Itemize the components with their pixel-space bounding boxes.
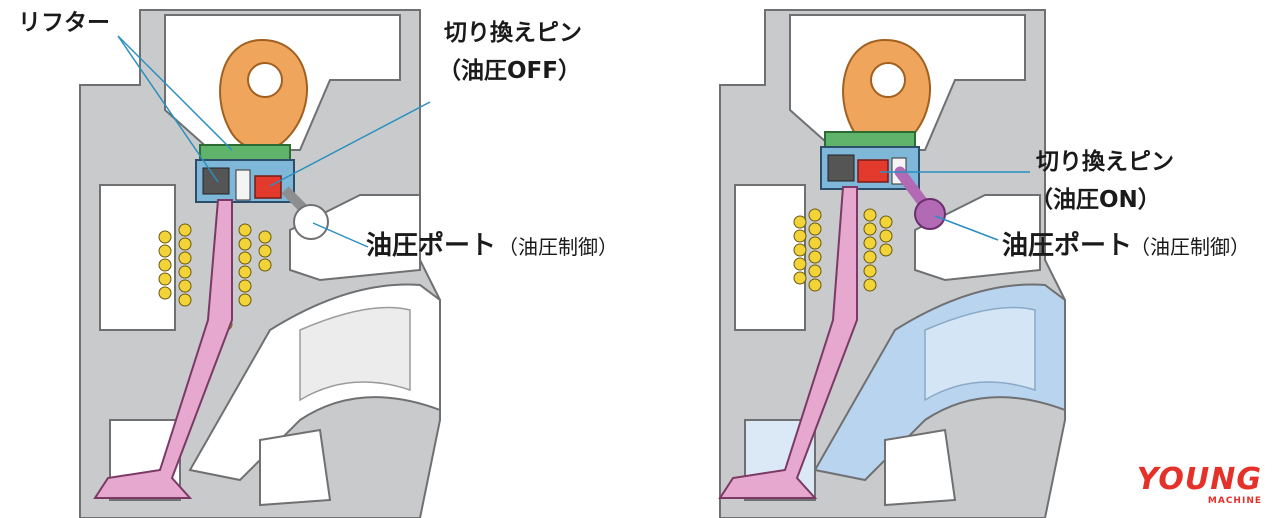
left-side-cavity [99,184,176,331]
left-leader-lines [117,35,431,248]
left-valve [93,199,233,499]
left-pin-label-line1: 切り換えピン [444,20,582,46]
right-pin-on [857,159,889,183]
right-pin-label-line2: （油圧ON） [1030,187,1161,213]
left-cylinder-head [79,9,441,518]
left-port-label: 油圧ポート [366,231,497,261]
right-leader-lines [880,171,1030,241]
right-pin-label-line1: 切り換えピン [1036,149,1174,175]
left-pin-off [254,175,282,199]
logo-main-text: YOUNG [1136,462,1262,497]
young-machine-logo: YOUNG MACHINE [1136,462,1262,507]
left-springs [158,223,272,331]
logo-sub-text: MACHINE [1207,496,1262,506]
left-cam-hole [247,62,283,98]
right-springs [793,208,893,292]
left-port-label-paren: （油圧制御） [498,235,618,259]
left-lifter-top [199,144,291,162]
right-cylinder-head [718,9,1066,518]
left-oil-port [293,204,329,240]
right-port-label-paren: （油圧制御） [1130,235,1250,259]
left-pin-label-line2: （油圧OFF） [438,58,581,84]
right-oil-port [914,198,946,230]
right-port-label: 油圧ポート [1002,231,1133,261]
right-valve [718,186,858,499]
left-lifter-label: リフター [18,10,110,36]
